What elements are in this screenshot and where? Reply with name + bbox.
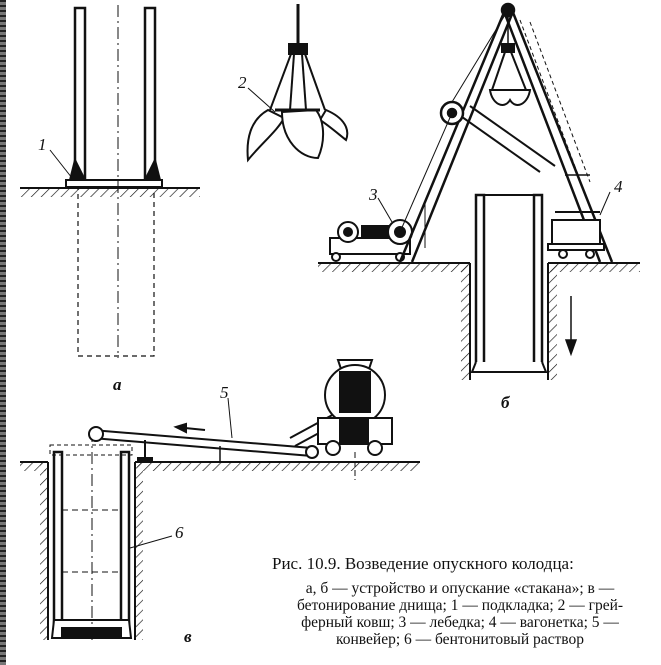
- panel-a-ground-hatch: [20, 189, 200, 197]
- panel-v-caisson: [49, 430, 133, 640]
- panel-label-v: в: [184, 627, 192, 646]
- crane-bucket-icon: [488, 43, 532, 106]
- caption-line-2: бетонирование днища; 1 — подкладка; 2 — …: [296, 597, 624, 614]
- grab-bucket-icon: [246, 4, 349, 163]
- wagon-icon: [547, 211, 605, 259]
- panel-v-pit-left-hatch: [40, 462, 48, 640]
- panel-label-b: б: [501, 393, 510, 412]
- caption-line-3: ферный ковш; 3 — лебедка; 4 — вагонетка;…: [301, 614, 619, 631]
- label-1-pad: 1: [38, 135, 47, 154]
- label-2-grab-bucket: 2: [238, 73, 247, 92]
- concrete-mixer-icon: [317, 359, 393, 480]
- panel-a-caisson: [20, 5, 200, 358]
- panel-v-ground-hatch-left: [20, 463, 46, 471]
- label-3-winch: 3: [369, 185, 378, 204]
- winch-icon: [329, 219, 413, 262]
- panel-b-ground-hatch-left: [318, 264, 468, 272]
- label-5-conveyor: 5: [220, 383, 229, 402]
- leader-lines: [49, 87, 611, 549]
- figure-caption-title: Рис. 10.9. Возведение опускного колодца:: [272, 554, 574, 573]
- sink-arrow-icon: [564, 296, 578, 357]
- panel-b-pit-right-hatch: [548, 263, 557, 380]
- panel-b-caisson: [470, 193, 548, 373]
- caption-line-4: конвейер; 6 — бентонитовый раствор: [336, 631, 584, 648]
- scan-edge: [0, 0, 6, 665]
- panel-v-pit-right-hatch: [135, 462, 143, 640]
- panel-label-a: а: [113, 375, 122, 394]
- panel-v-ground-hatch-right: [137, 463, 420, 471]
- figure-caption-body: а, б — устройство и опускание «стакана»;…: [262, 580, 658, 648]
- panel-b-ground-hatch-right: [550, 264, 640, 272]
- panel-b-pit-left-hatch: [461, 263, 470, 380]
- caption-line-1: а, б — устройство и опускание «стакана»;…: [305, 580, 615, 597]
- label-6-bentonite: 6: [175, 523, 184, 542]
- conveyor-icon: [88, 399, 366, 463]
- crane-frame: [398, 2, 614, 263]
- label-4-wagon: 4: [614, 177, 623, 196]
